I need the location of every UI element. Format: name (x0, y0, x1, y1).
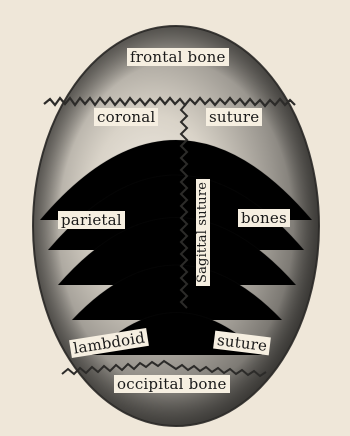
label-sagittal-suture: Sagittal suture (196, 179, 210, 286)
label-coronal-suture: suture (206, 108, 262, 126)
label-occipital-bone: occipital bone (114, 375, 230, 393)
label-frontal-bone: frontal bone (127, 48, 229, 66)
label-parietal: parietal (58, 211, 125, 229)
label-coronal: coronal (94, 108, 158, 126)
label-bones: bones (238, 209, 290, 227)
